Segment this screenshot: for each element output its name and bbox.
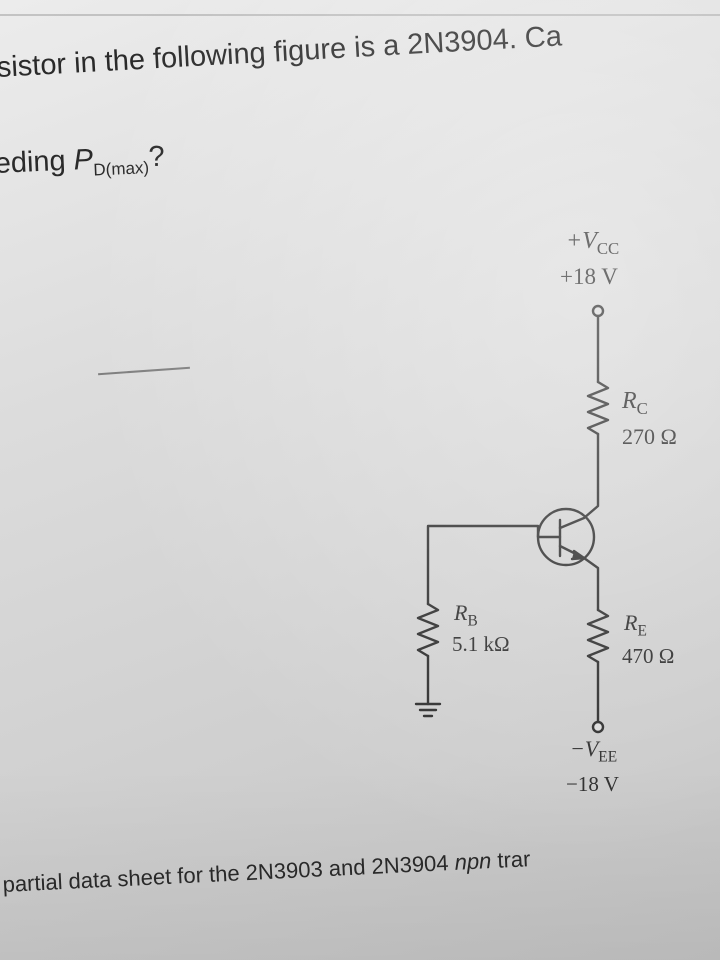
emitter-wire	[582, 556, 600, 612]
re-symbol: R	[624, 610, 638, 635]
vcc-subscript: CC	[596, 238, 620, 258]
rc-subscript: C	[636, 398, 648, 418]
vcc-label: +VCC	[566, 228, 619, 259]
rb-symbol: R	[454, 600, 468, 625]
paper-fold-line	[0, 14, 720, 16]
transistor-collector	[558, 516, 586, 530]
rc-to-collector-wire	[582, 432, 600, 520]
vee-value: −18 V	[566, 772, 619, 796]
emitter-arrow	[570, 549, 586, 561]
rb-subscript: B	[467, 612, 478, 630]
re-value: 470 Ω	[622, 644, 675, 668]
rb-label: RB	[454, 600, 478, 630]
vcc-value: +18 V	[560, 264, 618, 289]
rc-symbol: R	[622, 388, 637, 414]
base-wire	[426, 524, 562, 606]
vcc-symbol: +V	[566, 228, 597, 254]
vee-terminal	[591, 720, 605, 734]
re-resistor	[586, 608, 610, 664]
vee-subscript: EE	[598, 748, 618, 766]
rc-label: RC	[622, 388, 648, 419]
ground-symbol	[414, 702, 442, 718]
rb-value: 5.1 kΩ	[452, 632, 510, 656]
re-label: RE	[624, 610, 647, 640]
re-subscript: E	[637, 622, 647, 640]
rc-resistor	[586, 380, 610, 436]
vee-label: −VEE	[570, 736, 617, 766]
vee-symbol: −V	[570, 736, 599, 761]
datasheet-caption-npn: npn	[454, 848, 492, 875]
vcc-terminal	[591, 304, 605, 318]
rb-resistor	[416, 602, 440, 658]
datasheet-caption-tail: trar	[490, 846, 531, 874]
rc-value: 270 Ω	[622, 424, 677, 449]
